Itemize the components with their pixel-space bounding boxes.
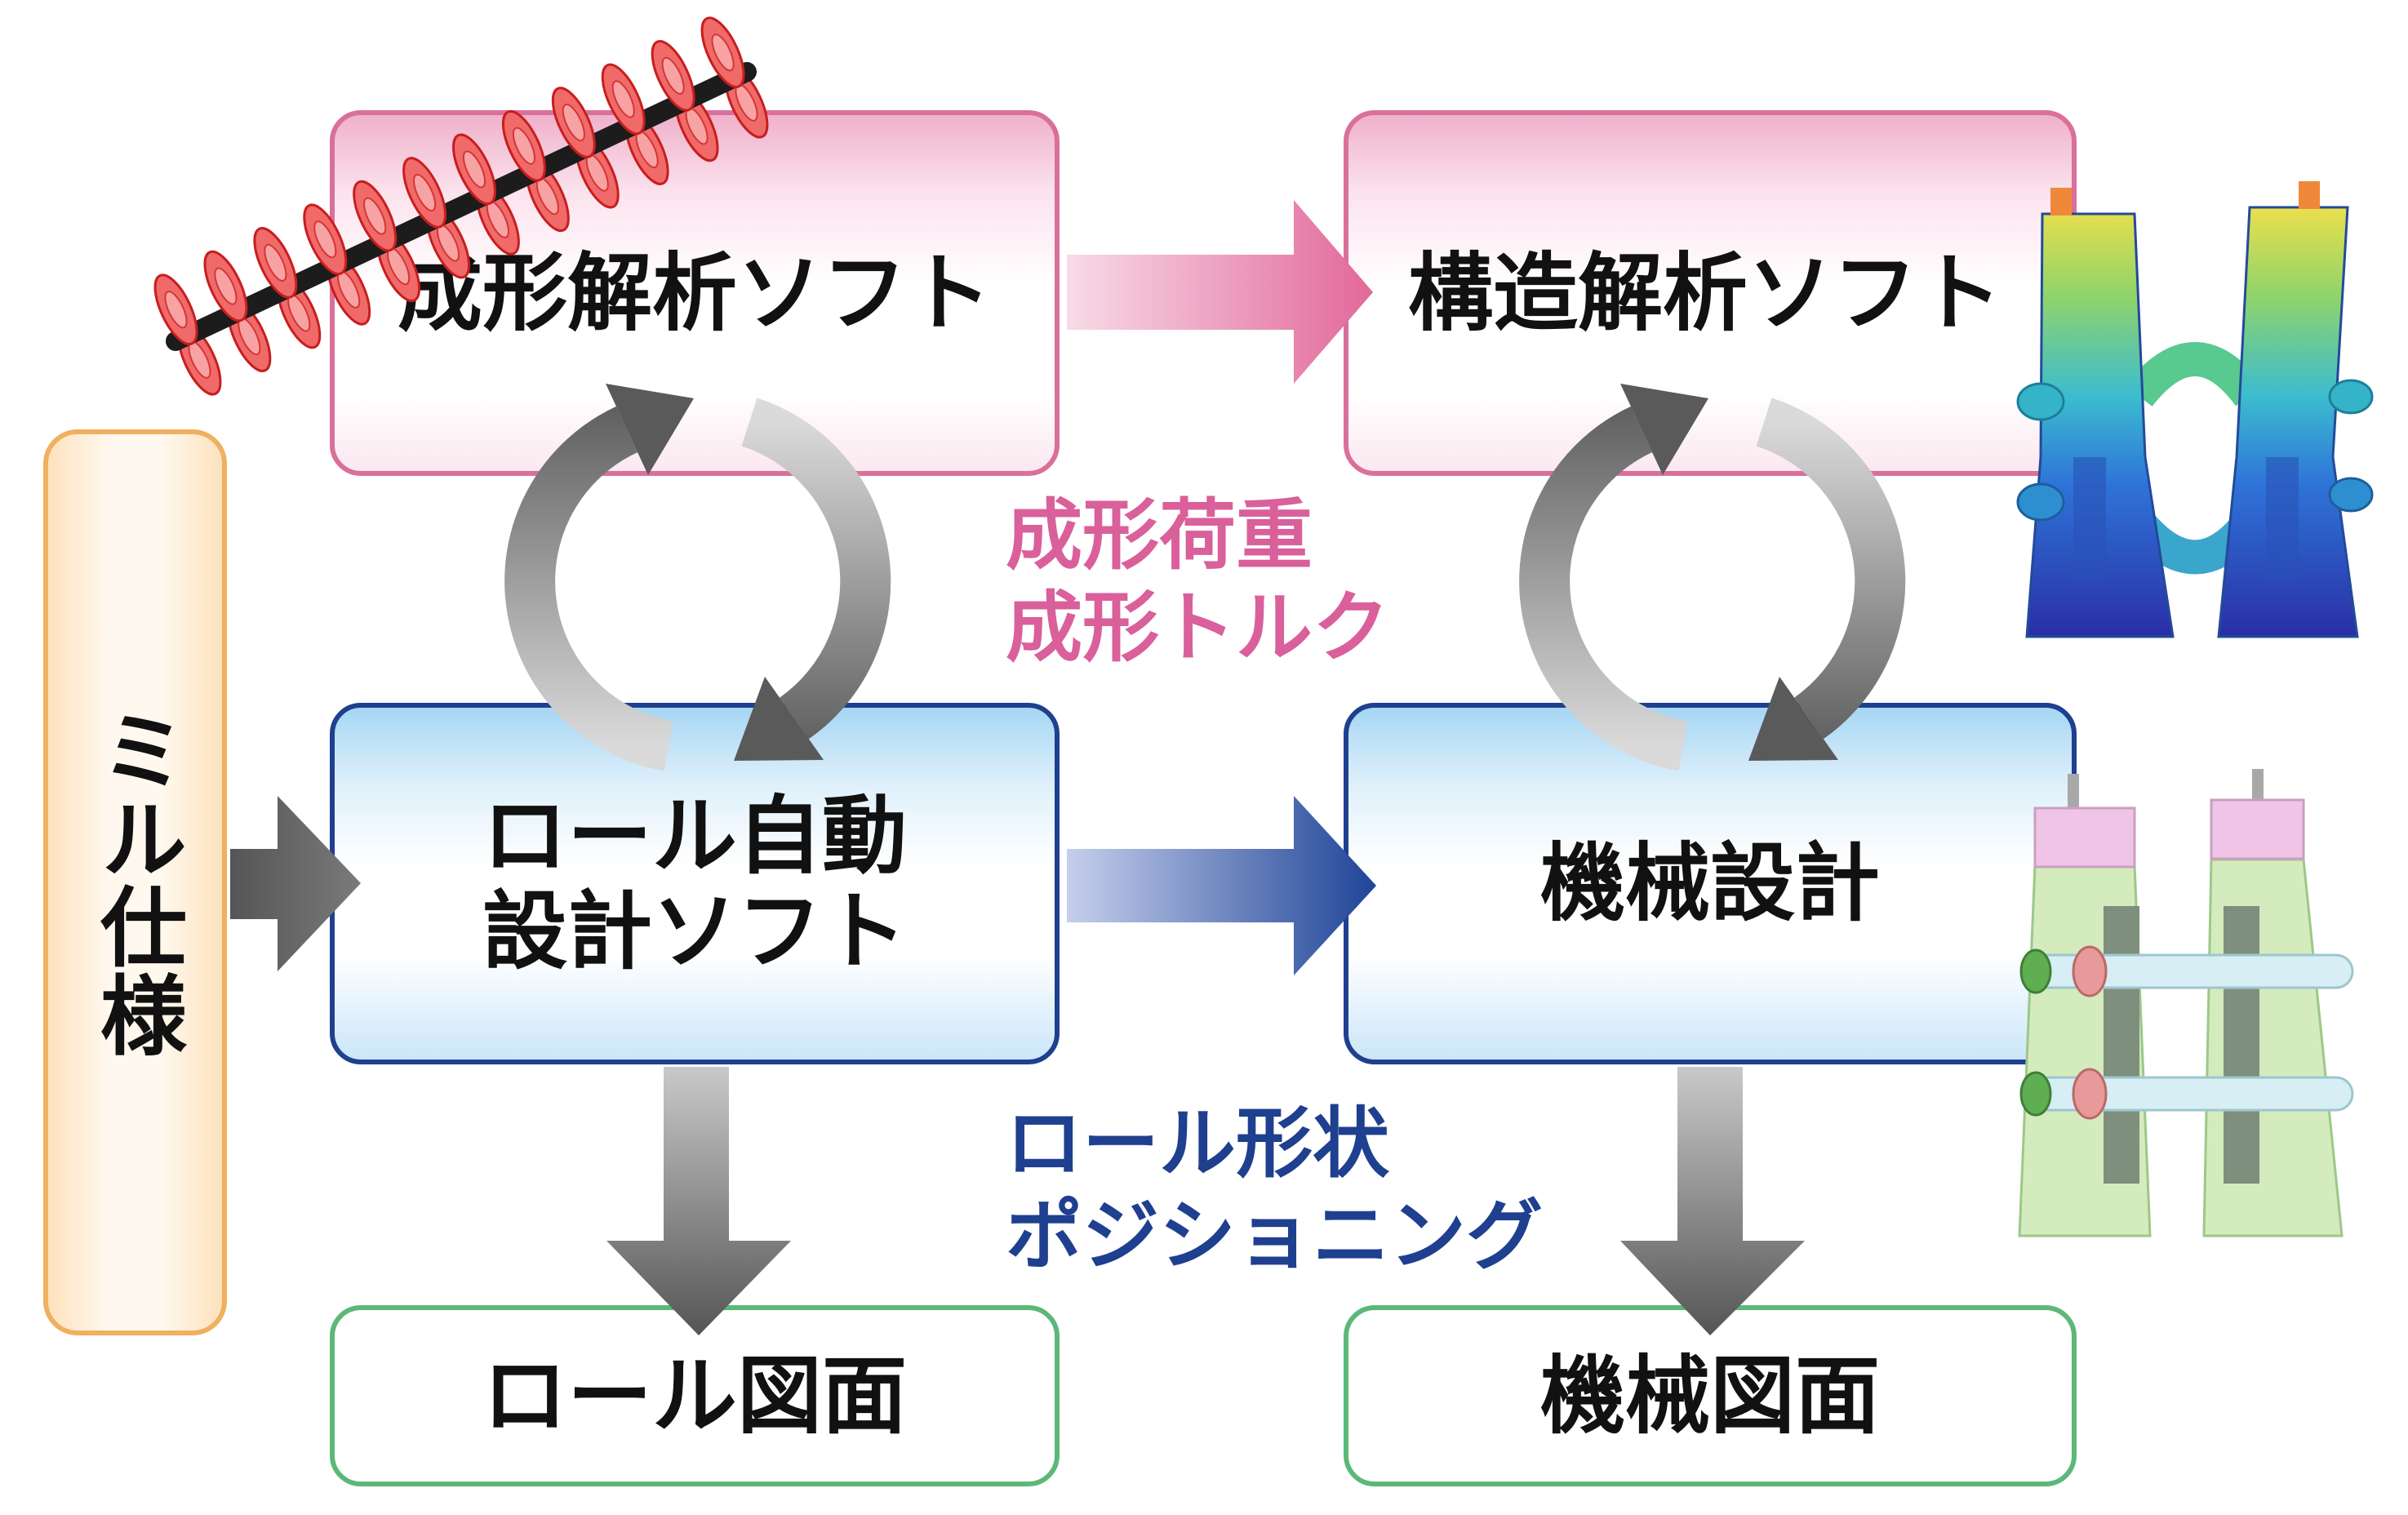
roller-disk-face (153, 273, 198, 346)
roller-disk-hub (238, 318, 261, 356)
mechanical-drawing-box: 機械図面 (1344, 1305, 2077, 1486)
positioning-label: ポジショニング (1006, 1192, 1544, 1281)
roller-disk-face (277, 277, 322, 349)
roller-disk-face (253, 227, 298, 299)
structural-analysis-label: 構造解析ソフト (1407, 242, 2002, 343)
roll-design-label-line1: ロール自動 (482, 786, 907, 886)
roll-drawing-label: ロール図面 (482, 1345, 907, 1446)
forming-analysis-label: 成形解析ソフト (397, 242, 992, 343)
cycle-arc-up (504, 406, 673, 771)
roller-disk-hub (264, 243, 287, 282)
lower-beam (2125, 511, 2264, 575)
roller-disk (277, 277, 322, 349)
roll-to-mechanical-arrow (1067, 796, 1376, 975)
right-lower-hub (2328, 477, 2374, 513)
roller-disk (700, 16, 745, 89)
roller-disk-face (700, 16, 745, 89)
upper-roll-ring (2072, 945, 2108, 997)
roller-disk-hub (287, 294, 311, 332)
roller-disk-face (651, 40, 695, 112)
roll-to-drawing-arrow (606, 1067, 791, 1335)
cycle-arc-up (1519, 406, 1688, 771)
roll-annotation: ロール形状 ポジショニング (1006, 1098, 1543, 1282)
forming-annotation: 成形荷重 成形トルク (1006, 490, 1389, 674)
roll-drawing-box: ロール図面 (330, 1305, 1060, 1486)
roller-disk-hub (188, 340, 211, 379)
lower-roll-ring (2072, 1068, 2108, 1120)
mechanical-design-box: 機械設計 (1344, 703, 2077, 1064)
roller-disk-hub (214, 267, 238, 305)
roller-disk-hub (164, 291, 188, 329)
roller-disk (651, 40, 695, 112)
roller-disk-hub (661, 56, 685, 95)
right-spindle-rod (2252, 769, 2264, 802)
roller-disk (177, 323, 222, 396)
roller-disk (153, 273, 198, 346)
left-stand-window (2104, 906, 2139, 1184)
roller-disk-hub (711, 33, 735, 72)
mill-spec-label: ミル仕様 (85, 706, 186, 1059)
mechanical-to-drawing-arrow (1620, 1067, 1805, 1335)
roller-disk (253, 227, 298, 299)
forming-analysis-box: 成形解析ソフト (330, 110, 1060, 476)
right-stand-window (2224, 906, 2259, 1184)
upper-roll-shaft (2031, 953, 2354, 989)
forming-to-structural-arrow (1067, 200, 1373, 384)
left-lower-hub (2016, 482, 2065, 522)
right-stand-pillar (2202, 858, 2344, 1237)
lower-roll-shaft (2031, 1076, 2354, 1112)
roll-shape-label: ロール形状 (1006, 1100, 1390, 1188)
right-upper-hub (2328, 379, 2374, 415)
left-pillar-slot (2073, 457, 2106, 580)
right-pillar-slot (2266, 457, 2299, 580)
right-stand-cap (2210, 798, 2305, 860)
right-load-tab (2299, 181, 2320, 209)
forming-load-label: 成形荷重 (1006, 491, 1313, 580)
structural-analysis-box: 構造解析ソフト (1344, 110, 2077, 476)
roller-disk (203, 250, 248, 322)
mill-spec-box: ミル仕様 (43, 429, 227, 1335)
mechanical-drawing-label: 機械図面 (1539, 1345, 1880, 1446)
roller-disk-face (177, 323, 222, 396)
mechanical-design-label: 機械設計 (1539, 833, 1880, 934)
roller-disk-face (203, 250, 248, 322)
right-frame-pillar (2217, 206, 2359, 638)
upper-beam (2125, 342, 2264, 407)
roller-disk-face (227, 300, 272, 372)
roll-design-box: ロール自動 設計ソフト (330, 703, 1060, 1064)
roller-disk (227, 300, 272, 372)
lower-shaft-coupling (2019, 1071, 2052, 1117)
forming-torque-label: 成形トルク (1006, 584, 1390, 673)
roll-design-label-line2: 設計ソフト (482, 881, 907, 981)
